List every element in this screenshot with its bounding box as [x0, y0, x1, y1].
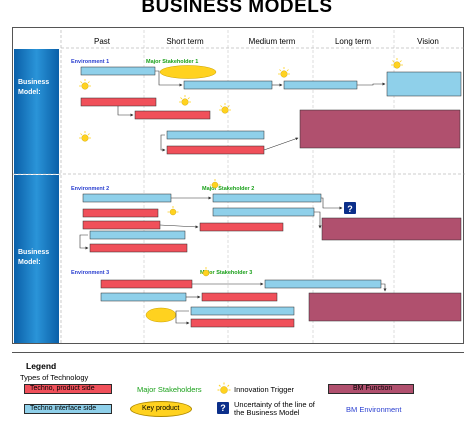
techno-product-bar	[201, 292, 278, 302]
bm-function-block	[299, 109, 461, 149]
techno-product-bar	[82, 220, 161, 230]
techno-interface-bar	[264, 279, 382, 289]
connector-arrow	[159, 224, 199, 229]
legend-key-product-ellipse	[130, 401, 192, 417]
connector-arrow	[117, 106, 134, 117]
techno-interface-bar	[89, 230, 186, 240]
legend-key-product-label: Key product	[142, 405, 180, 412]
bm-function-block	[321, 217, 462, 241]
connector-arrow	[79, 234, 89, 250]
connector-arrow	[381, 283, 387, 292]
phase-long-term: Long term	[335, 37, 371, 46]
connector-arrow	[155, 70, 183, 87]
techno-product-bar	[199, 222, 284, 232]
techno-interface-bar	[183, 80, 273, 90]
key-product-ellipse	[159, 65, 217, 79]
connector-arrow	[263, 137, 299, 151]
key-product-ellipse	[145, 307, 177, 323]
innovation-trigger-icon	[200, 267, 212, 277]
techno-interface-bar	[166, 130, 265, 140]
bm-function-block	[308, 292, 462, 322]
innovation-trigger-icon	[278, 67, 290, 78]
uncertainty-mark: ?	[347, 204, 353, 214]
legend-uncertainty-icon: ?	[217, 402, 229, 414]
environment-1-group: Environment 1 Major Stakeholder 1	[71, 58, 462, 155]
business-model-band-2	[14, 175, 59, 343]
techno-interface-bar	[212, 193, 322, 203]
legend-title: Legend	[26, 361, 57, 371]
techno-product-bar	[166, 145, 265, 155]
techno-interface-bar	[80, 66, 156, 76]
legend: Legend Types of Technology Techno, produ…	[12, 352, 464, 425]
legend-techno-product-label: Techno, product side	[30, 385, 95, 392]
legend-techno-interface-swatch	[24, 404, 112, 414]
stakeholder-label: Major Stakeholder 1	[146, 59, 198, 65]
legend-innovation-trigger-label: Innovation Trigger	[234, 385, 295, 394]
environment-label: Environment 2	[71, 186, 109, 192]
phase-vision: Vision	[417, 37, 439, 46]
innovation-trigger-icon	[79, 131, 91, 142]
business-model-band-1	[14, 49, 59, 174]
stakeholder-label: Major Stakeholder 2	[202, 186, 254, 192]
roadmap-canvas: Past Short term Medium term Long term Vi…	[13, 30, 465, 345]
techno-interface-bar	[190, 306, 295, 316]
innovation-trigger-icon	[219, 103, 231, 114]
connector-arrow	[175, 310, 190, 325]
legend-bm-function-label: BM Function	[353, 385, 393, 392]
techno-product-bar	[80, 97, 157, 107]
innovation-trigger-icon	[391, 58, 403, 69]
environment-2-group: Environment 2 Major Stakeholder 2 ?	[71, 179, 462, 253]
techno-product-bar	[89, 243, 188, 253]
legend-bm-function-swatch	[328, 384, 414, 394]
phase-past: Past	[94, 37, 111, 46]
techno-product-bar	[82, 208, 159, 218]
innovation-trigger-icon	[179, 95, 191, 106]
phase-short-term: Short term	[166, 37, 204, 46]
phase-medium-term: Medium term	[249, 37, 296, 46]
business-model-label-2-line2: Model:	[18, 259, 41, 266]
business-model-label-2-line1: Business	[18, 249, 49, 256]
innovation-trigger-icon	[79, 79, 91, 90]
business-model-label-1-line1: Business	[18, 79, 49, 86]
connector-arrow	[321, 197, 343, 210]
techno-interface-bar	[283, 80, 358, 90]
connector-arrow	[357, 82, 386, 86]
legend-techno-product-swatch	[24, 384, 112, 394]
phase-header: Past Short term Medium term Long term Vi…	[60, 30, 465, 345]
connector-arrow	[314, 211, 322, 229]
stakeholder-label: Major Stakeholder 3	[200, 270, 252, 276]
techno-product-bar	[100, 279, 193, 289]
innovation-trigger-icon	[209, 179, 221, 189]
legend-stakeholders-label: Major Stakeholders	[137, 385, 202, 394]
environment-label: Environment 1	[71, 59, 109, 65]
legend-uncertainty-label: Uncertainty of the line of the Business …	[234, 400, 315, 417]
techno-interface-bar	[212, 207, 315, 217]
techno-interface-bar	[100, 292, 187, 302]
legend-subtitle: Types of Technology	[20, 373, 89, 382]
roadmap-frame: Past Short term Medium term Long term Vi…	[12, 27, 465, 345]
legend-techno-interface-label: Techno interface side	[30, 405, 97, 412]
lightbulb-icon	[217, 382, 231, 394]
innovation-trigger-icon	[167, 206, 179, 216]
uncertainty-box	[344, 202, 356, 214]
techno-interface-bar	[82, 193, 172, 203]
environment-label: Environment 3	[71, 270, 109, 276]
techno-product-bar	[190, 318, 295, 328]
techno-interface-block	[386, 71, 462, 97]
business-model-label-1-line2: Model:	[18, 89, 41, 96]
diagram-title: BUSINESS MODELS	[141, 0, 333, 17]
techno-product-bar	[134, 110, 211, 120]
environment-3-group: Environment 3 Major Stakeholder 3	[71, 267, 462, 328]
connector-arrow	[160, 134, 166, 152]
legend-bm-environment-label: BM Environment	[346, 405, 402, 414]
